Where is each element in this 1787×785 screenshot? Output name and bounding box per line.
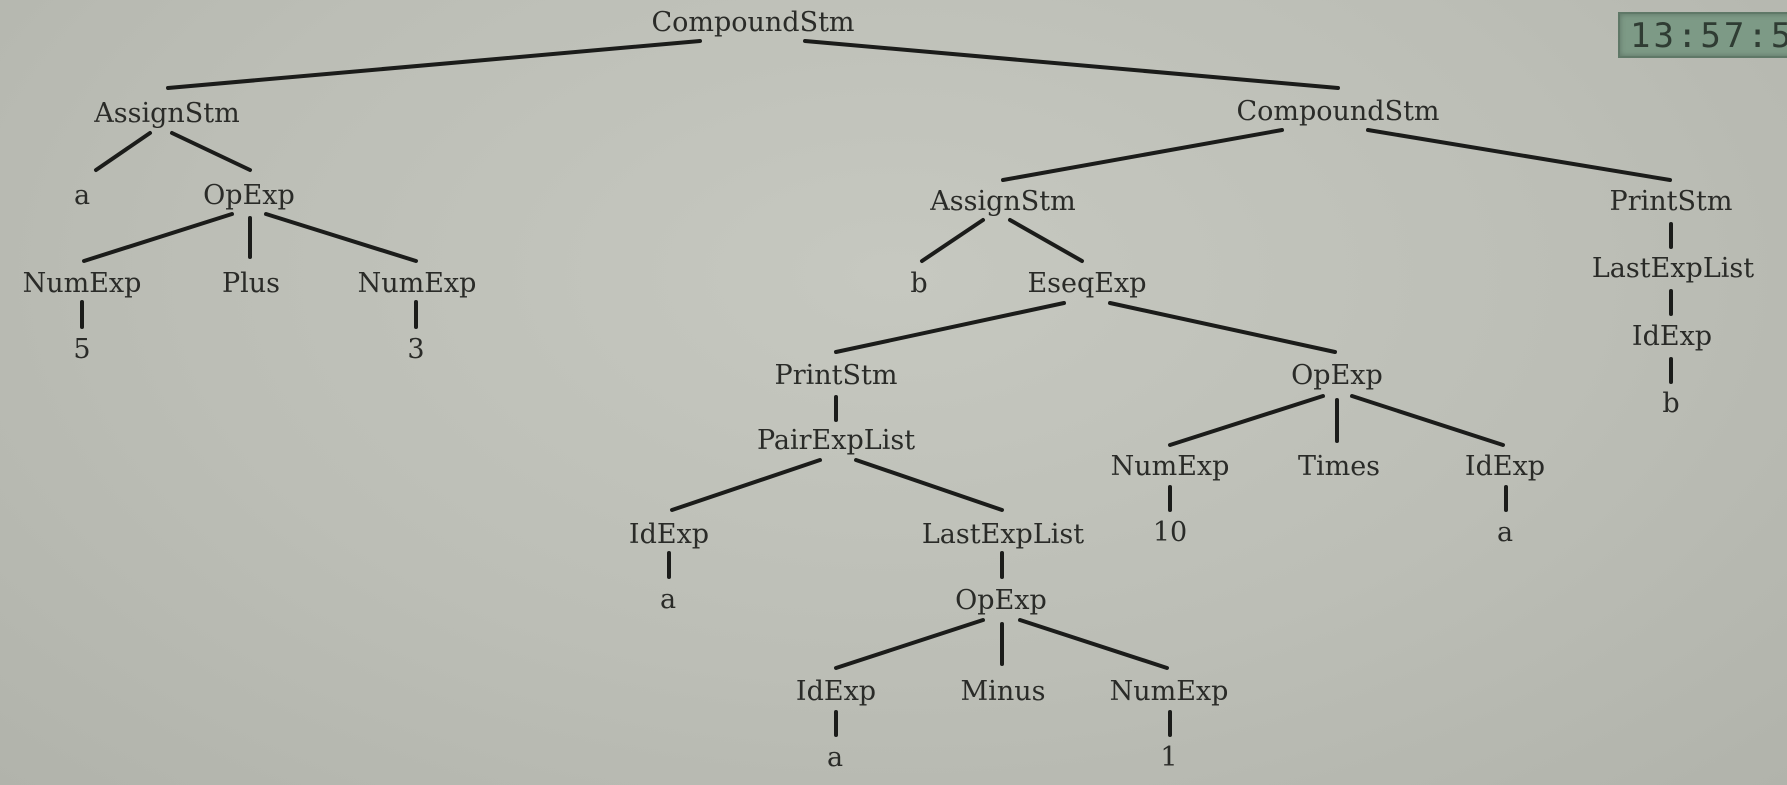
node-print-stm-right: PrintStm bbox=[1610, 186, 1733, 217]
node-value-3: 3 bbox=[407, 334, 424, 365]
node-id-a-3: a bbox=[1497, 517, 1513, 548]
node-value-10: 10 bbox=[1153, 517, 1187, 548]
node-value-5: 5 bbox=[73, 334, 90, 365]
edge bbox=[920, 218, 985, 263]
edge bbox=[854, 458, 1004, 512]
node-print-stm: PrintStm bbox=[775, 360, 898, 391]
node-id-a-left: a bbox=[74, 180, 90, 211]
node-pair-exp-list: PairExpList bbox=[757, 425, 915, 456]
node-minus: Minus bbox=[961, 676, 1046, 707]
node-compound-stm-right: CompoundStm bbox=[1236, 96, 1439, 127]
node-eseq-exp: EseqExp bbox=[1027, 268, 1146, 299]
clock-display: 13:57:5 bbox=[1618, 12, 1787, 58]
node-id-b-right: b bbox=[1662, 388, 1679, 419]
node-assign-stm-left: AssignStm bbox=[93, 98, 239, 129]
node-id-exp-b: IdExp bbox=[1632, 321, 1712, 352]
edge bbox=[82, 212, 234, 263]
node-num-exp-10: NumExp bbox=[1111, 451, 1230, 482]
node-plus: Plus bbox=[222, 268, 280, 299]
edge bbox=[1168, 394, 1325, 447]
edge bbox=[1008, 218, 1084, 263]
clock-time: 13:57:5 bbox=[1630, 16, 1787, 56]
node-compound-stm-root: CompoundStm bbox=[651, 7, 854, 38]
edge bbox=[803, 39, 1340, 90]
edge bbox=[1001, 128, 1284, 182]
node-num-exp-1: NumExp bbox=[1110, 676, 1229, 707]
node-last-exp-list-right: LastExpList bbox=[1592, 253, 1754, 284]
node-op-exp-minus: OpExp bbox=[955, 585, 1047, 616]
node-last-exp-list: LastExpList bbox=[922, 519, 1084, 550]
edge bbox=[834, 618, 985, 670]
node-num-exp-5: NumExp bbox=[23, 268, 142, 299]
edge bbox=[94, 131, 152, 172]
node-id-exp-a3: IdExp bbox=[1465, 451, 1545, 482]
node-id-b: b bbox=[910, 268, 927, 299]
edge bbox=[670, 458, 822, 512]
node-id-a-1: a bbox=[660, 584, 676, 615]
node-id-a-2: a bbox=[827, 742, 843, 773]
node-id-exp-a2: IdExp bbox=[796, 676, 876, 707]
tree-nodes: CompoundStm AssignStm a OpExp NumExp Plu… bbox=[23, 7, 1755, 773]
edge bbox=[170, 131, 252, 172]
node-op-exp-left: OpExp bbox=[203, 180, 295, 211]
edge bbox=[1350, 394, 1505, 447]
node-value-1: 1 bbox=[1160, 742, 1177, 773]
edge bbox=[166, 39, 702, 90]
edge bbox=[264, 212, 418, 263]
edge bbox=[834, 301, 1066, 354]
node-assign-stm-right: AssignStm bbox=[929, 186, 1075, 217]
node-times: Times bbox=[1298, 451, 1380, 482]
node-num-exp-3: NumExp bbox=[358, 268, 477, 299]
edge bbox=[1366, 128, 1672, 182]
edge bbox=[1108, 301, 1337, 354]
edge bbox=[1018, 618, 1169, 670]
node-op-exp-times: OpExp bbox=[1291, 360, 1383, 391]
tree-edges bbox=[80, 39, 1673, 737]
node-id-exp-a: IdExp bbox=[629, 519, 709, 550]
